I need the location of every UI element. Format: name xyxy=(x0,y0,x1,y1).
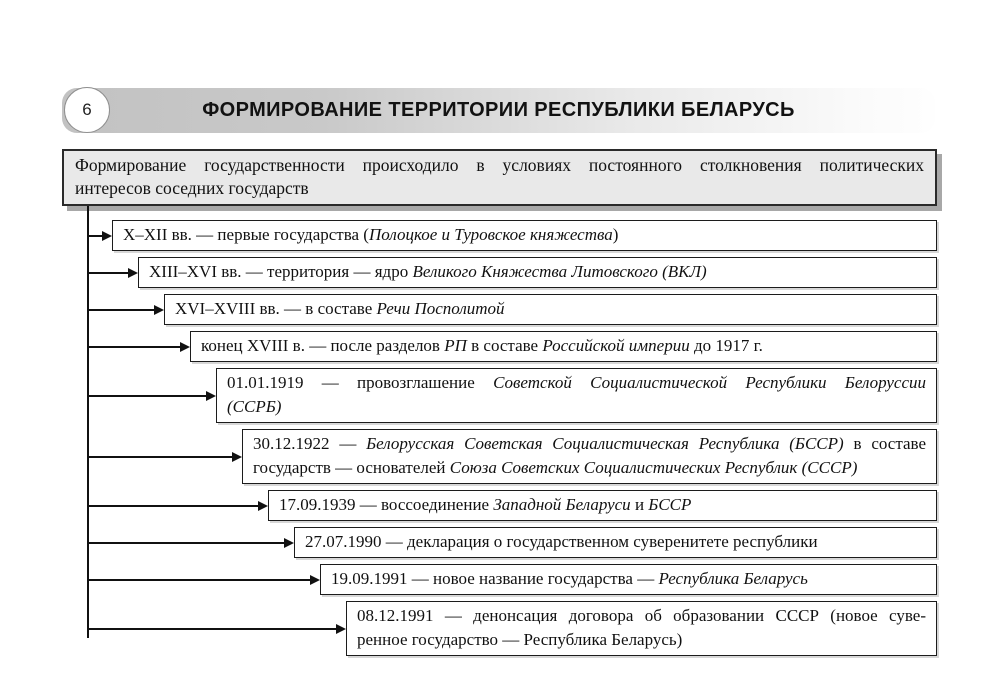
timeline-box-line: 17.09.1939 — воссоединение Западной Бела… xyxy=(279,495,692,514)
header-bar: 6 ФОРМИРОВАНИЕ ТЕРРИТОРИИ РЕСПУБЛИКИ БЕЛ… xyxy=(62,87,935,133)
timeline-box-line: 30.12.1922 — Белорусская Советская Социа… xyxy=(253,434,927,453)
timeline-box-line: 08.12.1991 — денонсация договора об обра… xyxy=(357,606,926,625)
arrow-connector xyxy=(88,623,346,634)
timeline-box: 01.01.1919 — провозглашение Советской Со… xyxy=(216,368,937,423)
timeline-box-line: 27.07.1990 — декларация о государственно… xyxy=(305,532,818,551)
timeline-box: конец XVIII в. — после разделов РП в сос… xyxy=(190,331,937,362)
timeline-row: конец XVIII в. — после разделов РП в сос… xyxy=(62,331,937,362)
timeline-box-line: 19.09.1991 — новое название государства … xyxy=(331,569,808,588)
timeline-box: X–XII вв. — первые государства (Полоцкое… xyxy=(112,220,937,251)
arrow-connector xyxy=(88,500,268,511)
tree-vertical-line xyxy=(87,206,89,638)
intro-text: Формирование государственности происходи… xyxy=(75,154,924,200)
arrow-connector xyxy=(88,451,242,462)
arrow-connector xyxy=(88,230,112,241)
timeline-row: X–XII вв. — первые государства (Полоцкое… xyxy=(62,220,937,251)
timeline-box-line: XVI–XVIII вв. — в составе Речи Посполито… xyxy=(175,299,505,318)
page-title: ФОРМИРОВАНИЕ ТЕРРИТОРИИ РЕСПУБЛИКИ БЕЛАР… xyxy=(202,99,795,121)
page-number-badge: 6 xyxy=(64,87,110,133)
timeline-box: 08.12.1991 — денонсация договора об обра… xyxy=(346,601,937,656)
arrow-connector xyxy=(88,341,190,352)
arrow-connector xyxy=(88,537,294,548)
timeline-box: XIII–XVI вв. — территория — ядро Великог… xyxy=(138,257,937,288)
timeline-row: XVI–XVIII вв. — в составе Речи Посполито… xyxy=(62,294,937,325)
timeline-row: 30.12.1922 — Белорусская Советская Социа… xyxy=(62,429,937,484)
timeline-box: XVI–XVIII вв. — в составе Речи Посполито… xyxy=(164,294,937,325)
timeline-row: 08.12.1991 — денонсация договора об обра… xyxy=(62,601,937,656)
timeline-box-line: (ССРБ) xyxy=(227,397,282,416)
intro-line: Формирование государственности происходи… xyxy=(75,155,924,175)
timeline-box-line: 01.01.1919 — провозглашение Советской Со… xyxy=(227,373,926,392)
arrow-connector xyxy=(88,574,320,585)
intro-box: Формирование государственности происходи… xyxy=(62,149,937,206)
intro-line: интересов соседних государств xyxy=(75,178,309,198)
timeline-row: 19.09.1991 — новое название государства … xyxy=(62,564,937,595)
timeline-box-line: X–XII вв. — первые государства (Полоцкое… xyxy=(123,225,619,244)
timeline-row: 17.09.1939 — воссоединение Западной Бела… xyxy=(62,490,937,521)
timeline-box: 27.07.1990 — декларация о государственно… xyxy=(294,527,937,558)
timeline-row: 27.07.1990 — декларация о государственно… xyxy=(62,527,937,558)
timeline-row: XIII–XVI вв. — территория — ядро Великог… xyxy=(62,257,937,288)
timeline: X–XII вв. — первые государства (Полоцкое… xyxy=(62,220,937,662)
timeline-box: 30.12.1922 — Белорусская Советская Социа… xyxy=(242,429,937,484)
timeline-box-line: конец XVIII в. — после разделов РП в сос… xyxy=(201,336,763,355)
timeline-box-line: ренное государство — Республика Беларусь… xyxy=(357,630,683,649)
timeline-box: 17.09.1939 — воссоединение Западной Бела… xyxy=(268,490,937,521)
page-number: 6 xyxy=(82,100,92,119)
arrow-connector xyxy=(88,267,138,278)
timeline-box-line: XIII–XVI вв. — территория — ядро Великог… xyxy=(149,262,707,281)
timeline-box: 19.09.1991 — новое название государства … xyxy=(320,564,937,595)
timeline-box-line: государств — основателей Союза Советских… xyxy=(253,458,858,477)
arrow-connector xyxy=(88,390,216,401)
timeline-row: 01.01.1919 — провозглашение Советской Со… xyxy=(62,368,937,423)
arrow-connector xyxy=(88,304,164,315)
